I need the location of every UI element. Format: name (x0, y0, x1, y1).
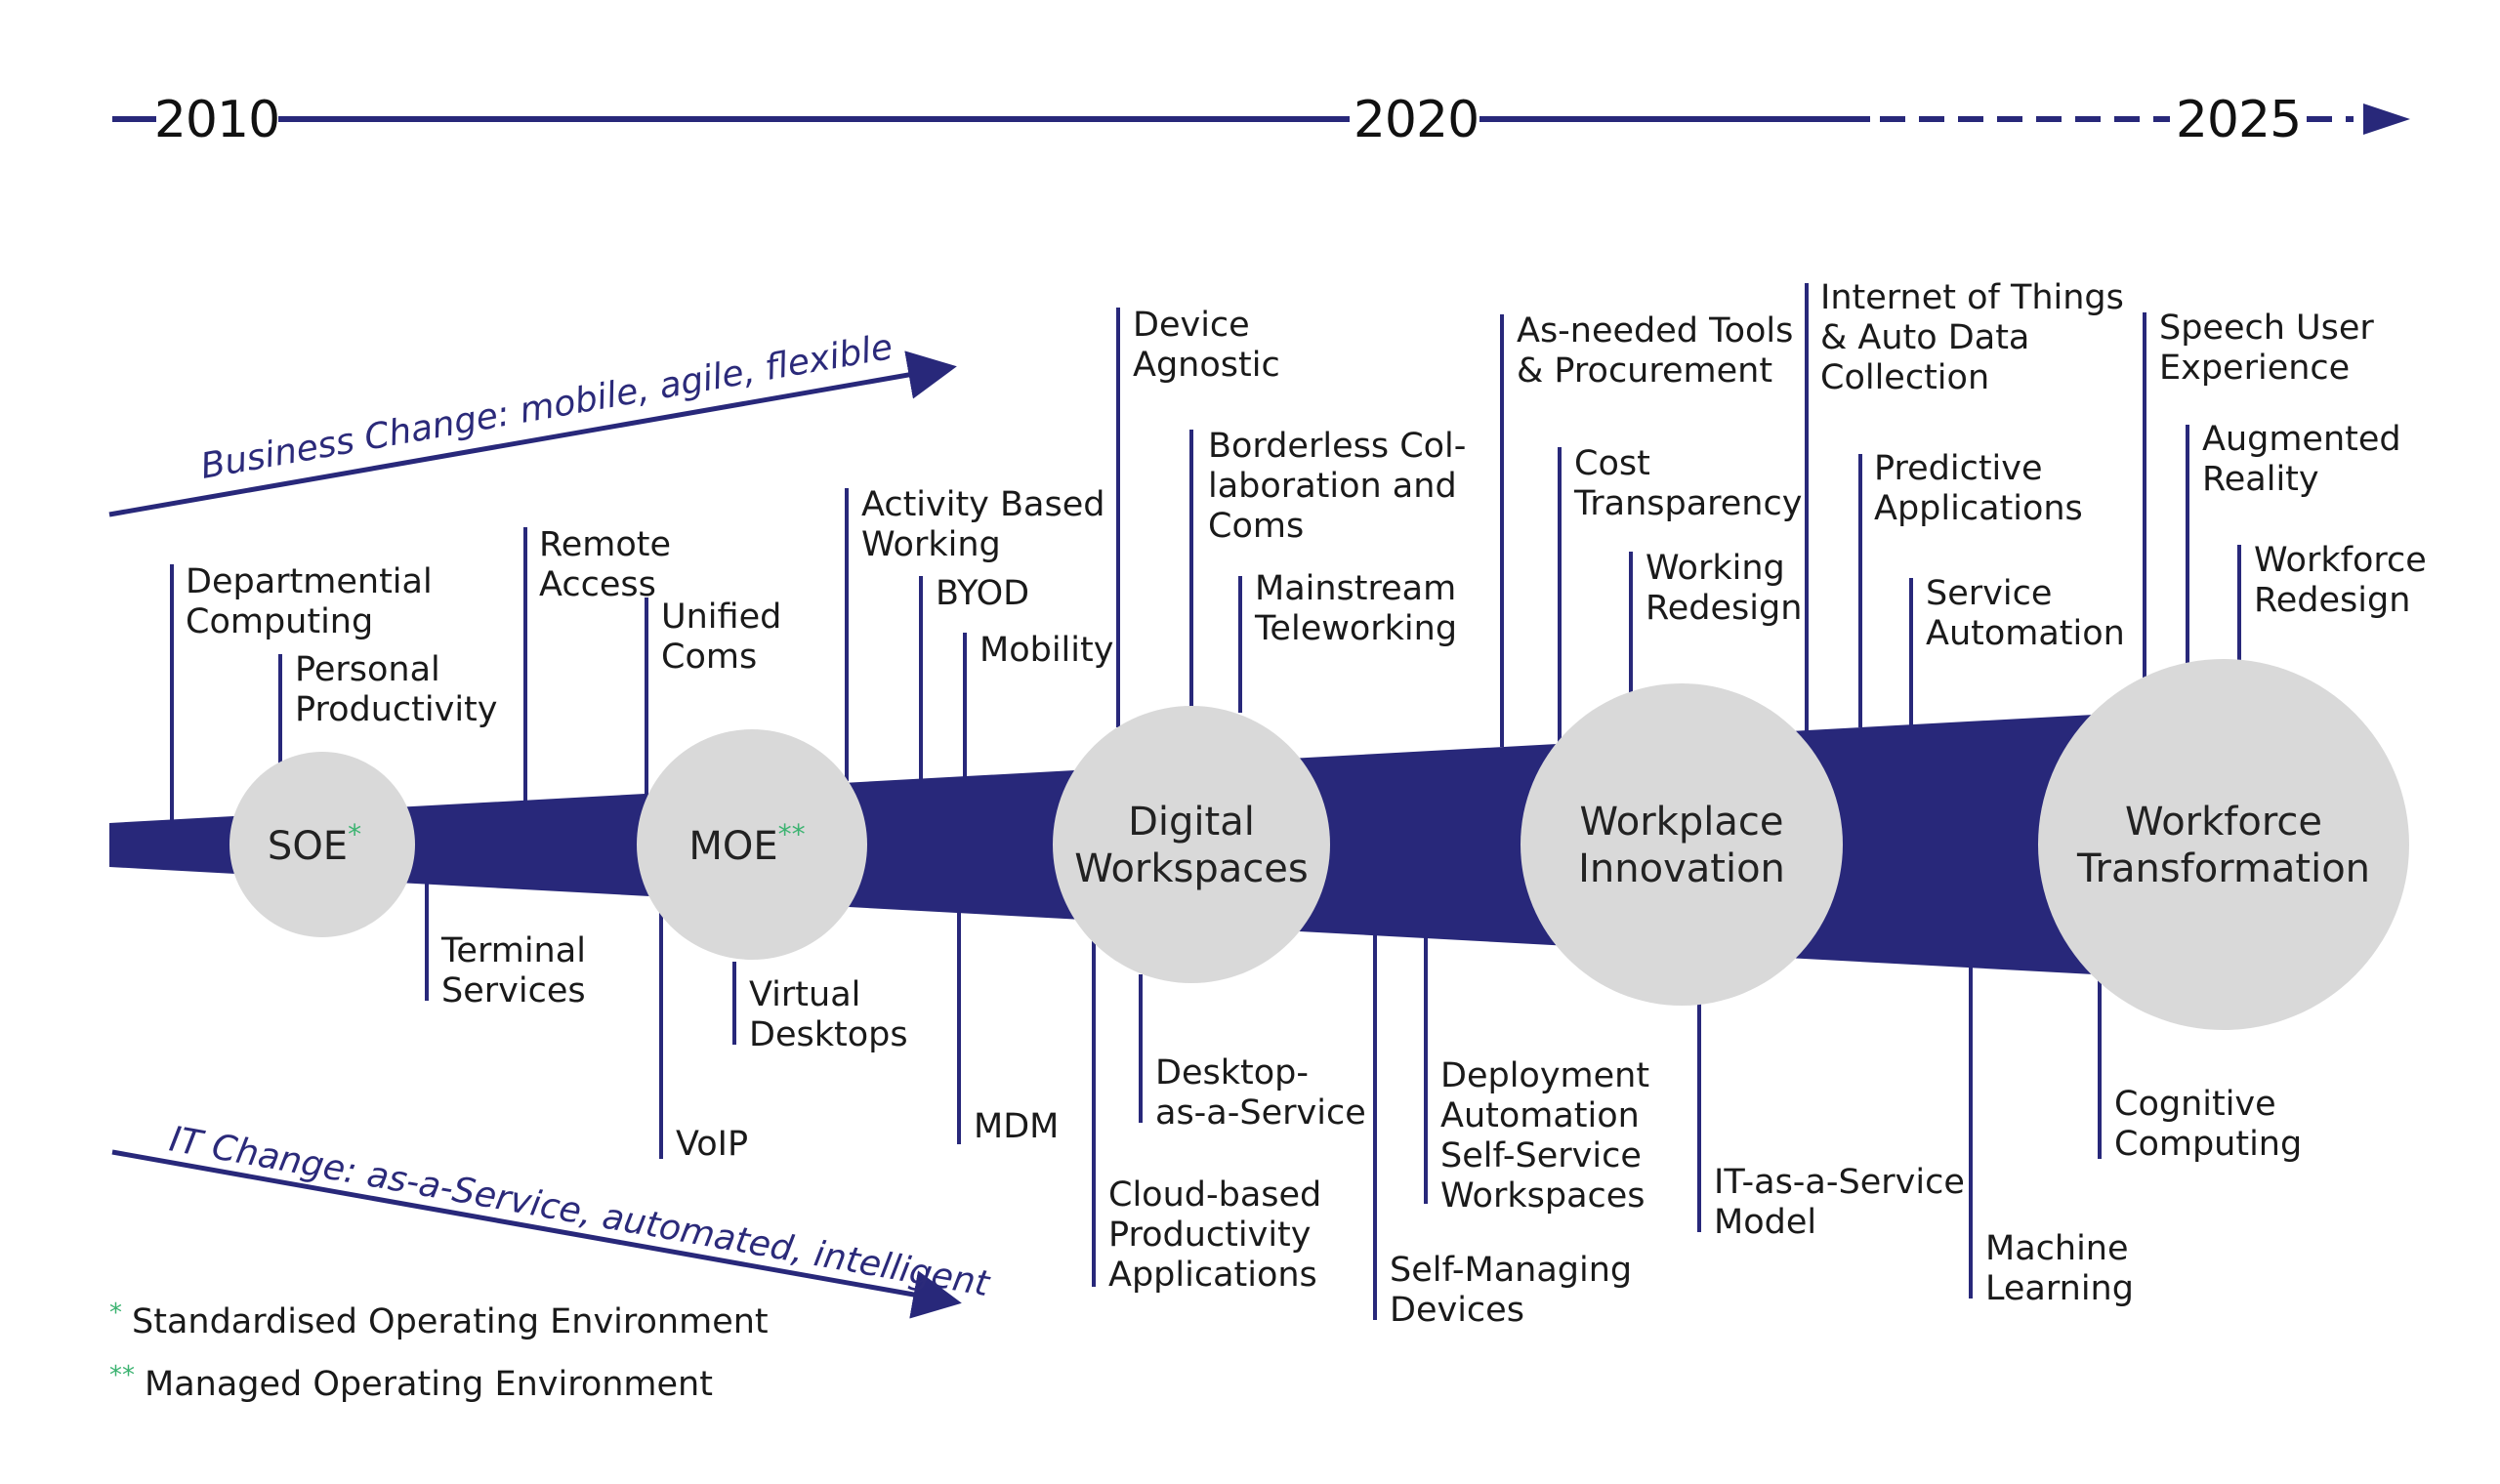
year-2010: 2010 (154, 91, 279, 149)
year-2025: 2025 (2176, 91, 2301, 149)
label-voip: VoIP (676, 1125, 748, 1164)
business-trend-label: Business Change: mobile, agile, flexible (197, 327, 896, 487)
it-trend-label: IT Change: as-a-Service, automated, inte… (166, 1119, 993, 1304)
legend: *Standardised Operating Environment **Ma… (109, 1298, 769, 1404)
top-ticks (170, 283, 2241, 823)
bubble-digital-workspaces-line2: Workspaces (1074, 846, 1308, 891)
bubble-soe-label: SOE* (268, 818, 361, 869)
bottom-ticks (425, 874, 2102, 1320)
bubble-moe: MOE** (637, 729, 867, 960)
legend-soe: *Standardised Operating Environment (109, 1298, 769, 1341)
bubble-workplace-innovation: Workplace Innovation (1521, 683, 1843, 1006)
business-trend-arrow (108, 350, 957, 517)
bubble-digital-workspaces-circle (1053, 706, 1330, 983)
year-2020: 2020 (1354, 91, 1479, 149)
it-change-trend: IT Change: as-a-Service, automated, inte… (111, 1119, 994, 1319)
bubble-moe-label: MOE** (688, 818, 805, 869)
stage-bubbles: SOE* MOE** Digital Workspaces Workplace … (229, 659, 2409, 1030)
label-mobility: Mobility (979, 631, 1113, 670)
timeline-arrowhead (2363, 103, 2410, 135)
label-as-needed-tools: As-needed Tools& Procurement (1517, 311, 1793, 391)
label-desktop-as-a-service: Desktop-as-a-Service (1155, 1053, 1366, 1133)
bubble-workforce-transformation-line2: Transformation (2076, 846, 2370, 891)
business-change-trend: Business Change: mobile, agile, flexible (108, 327, 957, 517)
label-byod: BYOD (936, 574, 1029, 613)
bubble-workplace-innovation-line1: Workplace (1580, 800, 1784, 845)
bubble-digital-workspaces: Digital Workspaces (1053, 706, 1330, 983)
bubble-workforce-transformation: Workforce Transformation (2038, 659, 2409, 1030)
bubble-soe: SOE* (229, 752, 415, 937)
bubble-digital-workspaces-line1: Digital (1128, 800, 1255, 845)
bubble-moe-circle (637, 729, 867, 960)
legend-moe: **Managed Operating Environment (109, 1361, 713, 1404)
legend-soe-mark: * (109, 1298, 122, 1328)
moe-asterisks: ** (778, 818, 806, 850)
soe-asterisk: * (348, 818, 361, 850)
bubble-workplace-innovation-circle (1521, 683, 1843, 1006)
label-mdm: MDM (974, 1107, 1059, 1146)
year-timeline: 2010 2020 2025 (112, 91, 2410, 149)
it-trend-arrow (111, 1149, 962, 1319)
bubble-workforce-transformation-line1: Workforce (2125, 800, 2322, 845)
bubble-workforce-transformation-circle (2038, 659, 2409, 1030)
legend-moe-mark: ** (109, 1361, 135, 1390)
bubble-soe-circle (229, 752, 415, 937)
bubble-workplace-innovation-line2: Innovation (1578, 846, 1785, 891)
